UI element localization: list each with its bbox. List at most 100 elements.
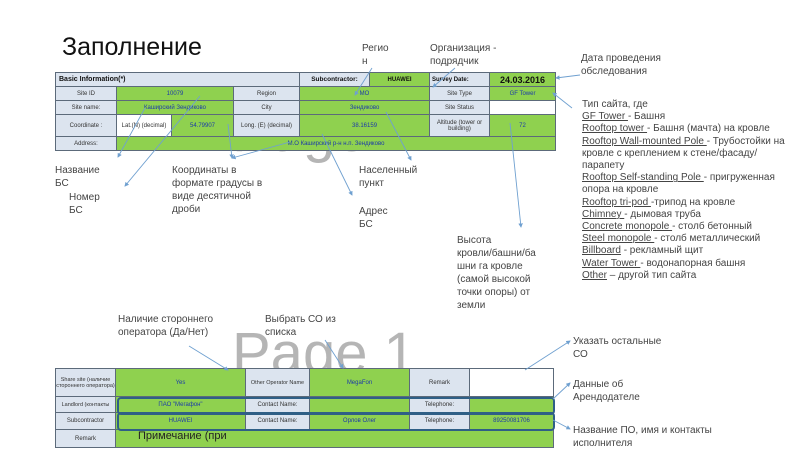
site-types-intro: Тип сайта, где xyxy=(582,99,648,110)
lat-field[interactable]: 54.79907 xyxy=(171,114,234,137)
altitude-field[interactable]: 72 xyxy=(489,114,557,137)
site-type-item: Rooftop tri-pod -трипод на кровле xyxy=(582,197,797,209)
annotation-region: Регио н xyxy=(362,43,389,67)
address-field[interactable]: М.О Каширский р-н н.п. Зендиково xyxy=(115,136,557,151)
annotation-landlord: Данные об Арендодателе xyxy=(573,379,640,403)
arrow-choose-operator xyxy=(324,339,344,369)
site-type-item: Water Tower - водонапорная башня xyxy=(582,258,797,270)
landlord-label: Landlord (контакты xyxy=(55,396,116,413)
subcontractor-name-field[interactable]: HUAWEI xyxy=(115,412,246,430)
site-status-label: Site Status xyxy=(429,100,491,115)
site-type-item: GF Tower - Башня xyxy=(582,111,797,123)
arrow-other-operators xyxy=(524,340,571,371)
other-operator-label: Other Operator Name xyxy=(245,368,310,397)
annotation-address: Адрес БС xyxy=(359,206,388,230)
landlord-contact-label: Contact Name: xyxy=(245,396,310,413)
site-type-item: Other – другой тип сайта xyxy=(582,270,797,282)
site-status-field[interactable] xyxy=(489,100,557,115)
site-type-term: Rooftop tri-pod xyxy=(582,196,651,208)
annotation-coords: Координаты в формате градусы в виде деся… xyxy=(172,165,263,215)
basic-info-header: Basic Information(*) xyxy=(54,72,301,87)
landlord-field[interactable]: ПАО "Мегафон" xyxy=(115,396,246,413)
site-type-item: Rooftop Self-standing Pole - пригруженна… xyxy=(582,172,797,196)
site-type-term: Rooftop tower xyxy=(582,123,648,135)
arrow-landlord xyxy=(552,382,571,400)
page-title: Заполнение xyxy=(62,33,202,61)
sub-contact-label: Contact Name: xyxy=(245,412,310,430)
site-type-term: Other xyxy=(582,269,608,281)
site-type-description: - Трубостойки на кровле с креплением к с… xyxy=(582,135,785,172)
remark2-field[interactable]: Примечание (при xyxy=(115,429,554,448)
site-type-item: Rooftop Wall-mounted Pole - Трубостойки … xyxy=(582,136,797,173)
site-type-term: Rooftop Self-standing Pole xyxy=(582,172,704,184)
coordinate-label: Coordinate : xyxy=(55,114,117,137)
annotation-subcontractor: Название ПО, имя и контакты исполнителя xyxy=(573,425,712,449)
survey-date-label: Survey Date: xyxy=(429,72,491,87)
site-type-item: Chimney - дымовая труба xyxy=(582,209,797,221)
site-type-label: Site Type xyxy=(429,86,491,101)
basic-info-table: Basic Information(*) Subcontractor: HUAW… xyxy=(54,72,557,151)
arrow-subcontractor xyxy=(552,419,571,430)
annotation-bs-number: Номер БС xyxy=(69,192,100,216)
annotation-bs-name: Название БС xyxy=(55,165,100,189)
share-info-table: Share site (наличие стороннего оператора… xyxy=(55,368,554,448)
site-type-description: - пригруженная опора на кровле xyxy=(582,172,775,196)
subcontractor-label: Subcontractor: xyxy=(299,72,371,87)
annotation-contractor: Организация - подрядчик xyxy=(430,43,497,67)
site-type-term: GF Tower xyxy=(582,111,628,123)
sub-telephone-field[interactable]: 89250081706 xyxy=(469,412,554,430)
site-type-term: Rooftop Wall-mounted Pole xyxy=(582,135,707,147)
site-type-description: - водонапорная башня xyxy=(640,257,746,269)
subcontractor-row-label: Subcontractor xyxy=(55,412,116,430)
site-type-description: - Башня xyxy=(627,111,666,123)
site-type-item: Rooftop tower - Башня (мачта) на кровле xyxy=(582,123,797,135)
share-site-label: Share site (наличие стороннего оператора… xyxy=(55,368,116,397)
lat-label: Lat.(N) (decimal) xyxy=(116,114,172,137)
subcontractor-field[interactable]: HUAWEI xyxy=(369,72,431,87)
site-type-description: - рекламный щит xyxy=(620,245,704,257)
other-operator-field[interactable]: MegaFon xyxy=(309,368,410,397)
site-type-term: Steel monopole xyxy=(582,233,655,245)
share-site-field[interactable]: Yes xyxy=(115,368,246,397)
landlord-telephone-label: Telephone: xyxy=(409,396,470,413)
annotation-survey-date: Дата проведения обследования xyxy=(581,53,661,77)
address-label: Address: xyxy=(55,136,117,151)
site-type-description: - столб металлический xyxy=(654,233,761,245)
site-type-description: - дымовая труба xyxy=(624,208,701,220)
region-field[interactable]: MO xyxy=(299,86,431,101)
site-id-field[interactable]: 10079 xyxy=(116,86,234,101)
remark-field[interactable] xyxy=(469,368,554,397)
site-type-item: Steel monopole - столб металлический xyxy=(582,233,797,245)
sub-telephone-label: Telephone: xyxy=(409,412,470,430)
annotation-city: Населенный пункт xyxy=(359,165,418,189)
altitude-label: Altitude (tower or building) xyxy=(429,114,491,137)
survey-date-field[interactable]: 24.03.2016 xyxy=(489,72,557,87)
long-field[interactable]: 38.16159 xyxy=(299,114,431,137)
sub-contact-field[interactable]: Орлов Олег xyxy=(309,412,410,430)
site-type-item: Concrete monopole - столб бетонный xyxy=(582,221,797,233)
site-id-label: Site ID xyxy=(55,86,117,101)
site-type-description: - Башня (мачта) на кровле xyxy=(647,123,770,135)
site-type-description: – другой тип сайта xyxy=(607,269,697,281)
arrow-share xyxy=(188,345,229,371)
site-type-description: -трипод на кровле xyxy=(650,196,736,208)
site-name-label: Site name: xyxy=(55,100,117,115)
site-type-field[interactable]: GF Tower xyxy=(489,86,557,101)
site-type-term: Concrete monopole xyxy=(582,221,673,233)
landlord-telephone-field[interactable] xyxy=(469,396,554,413)
city-label: City xyxy=(232,100,301,115)
long-label: Long. (E) (decimal) xyxy=(232,114,301,137)
site-type-term: Chimney xyxy=(582,208,625,220)
landlord-contact-field[interactable] xyxy=(309,396,410,413)
remark-label: Remark xyxy=(409,368,470,397)
remark2-label: Remark xyxy=(55,429,116,448)
annotation-share: Наличие стороннего оператора (Да/Нет) xyxy=(118,314,214,338)
annotation-height: Высота кровли/башни/ба шни га кровле (са… xyxy=(457,235,536,311)
annotation-other-operators: Указать остальные СО xyxy=(573,336,662,360)
site-type-term: Billboard xyxy=(582,245,621,257)
site-type-description: - столб бетонный xyxy=(672,221,753,233)
city-field[interactable]: Зендиково xyxy=(299,100,431,115)
region-label: Region xyxy=(232,86,301,101)
site-name-field[interactable]: Каширский Зендиково xyxy=(116,100,234,115)
